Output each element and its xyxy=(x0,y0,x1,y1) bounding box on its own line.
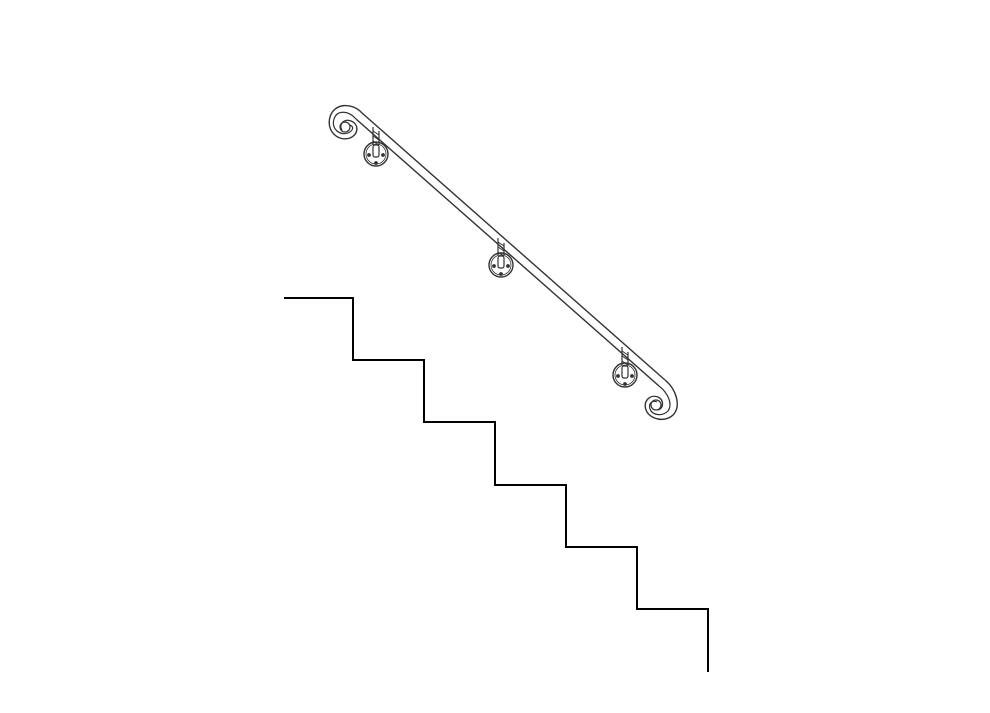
wall-bracket-3 xyxy=(612,347,638,388)
wall-bracket-2 xyxy=(488,238,514,278)
rail-outer-line xyxy=(361,112,666,381)
bracket-2-plate xyxy=(497,255,505,269)
bracket-2-screw-right xyxy=(506,264,510,268)
bracket-3-screw-bottom xyxy=(623,382,627,386)
scroll-top-curl xyxy=(339,121,351,133)
scroll-end-top xyxy=(328,104,363,140)
bracket-3-screw-right xyxy=(630,374,634,378)
bracket-1-screw-right xyxy=(381,153,385,157)
scroll-bottom-curl xyxy=(650,399,662,411)
bracket-3-plate xyxy=(621,365,629,379)
bracket-2-screw-bottom xyxy=(499,272,503,276)
bracket-1-screw-left xyxy=(367,153,371,157)
rail-inner-line xyxy=(355,118,660,387)
bracket-2-rosette xyxy=(488,252,514,278)
staircase xyxy=(284,297,709,672)
bracket-3-screw-left xyxy=(616,374,620,378)
scroll-top-outer xyxy=(328,104,363,140)
scroll-bottom-inner xyxy=(648,385,671,416)
bracket-1-plate xyxy=(372,144,380,158)
bracket-3-rosette xyxy=(612,362,638,388)
bracket-1-rosette xyxy=(363,141,389,167)
scroll-top-inner xyxy=(332,111,357,135)
handrail xyxy=(328,104,678,421)
scroll-end-bottom xyxy=(644,379,678,421)
stair-profile-line xyxy=(284,297,709,672)
bracket-2-screw-left xyxy=(492,264,496,268)
scroll-bottom-outer xyxy=(644,379,678,421)
bracket-1-screw-bottom xyxy=(374,161,378,165)
wall-bracket-1 xyxy=(363,127,389,167)
